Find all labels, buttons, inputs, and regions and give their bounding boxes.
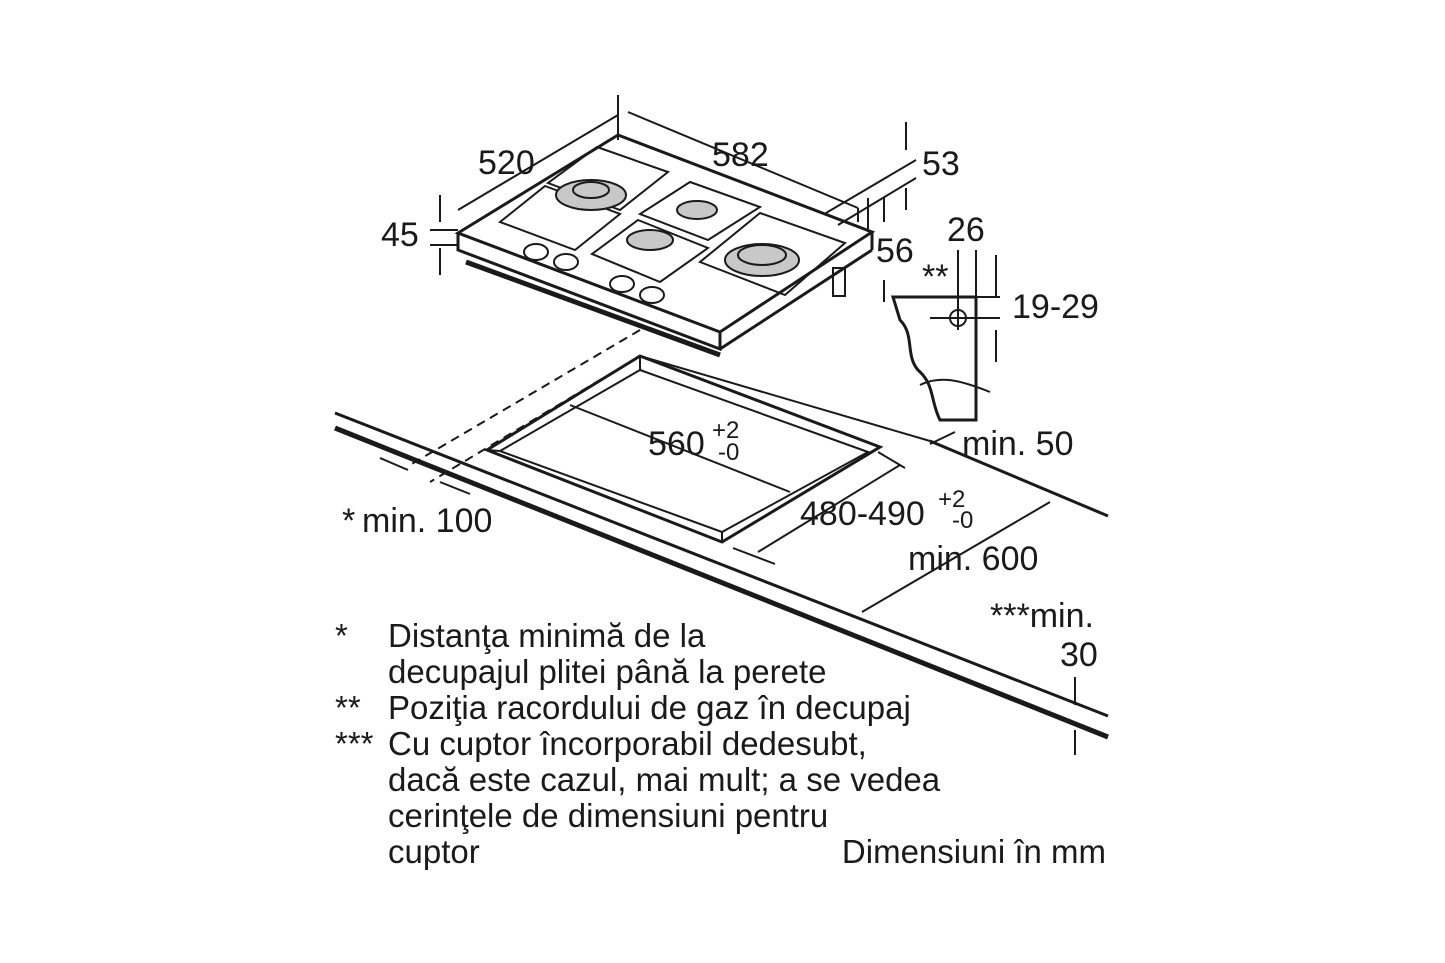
dim-560-tol-plus: +2 <box>712 417 739 444</box>
note-1-line-1: Distanţa minimă de la <box>388 617 706 654</box>
burner-small-back <box>676 200 718 220</box>
dim-582: 582 <box>712 136 769 174</box>
dim-53: 53 <box>922 145 960 183</box>
units-note: Dimensiuni în mm <box>842 833 1106 870</box>
note-2-marker: ** <box>335 689 361 726</box>
dim-26: 26 <box>947 211 985 249</box>
dim-520: 520 <box>478 144 535 182</box>
dim-560: 560 <box>648 425 705 463</box>
note-3-line-4: cuptor <box>388 833 480 870</box>
dim-56: 56 <box>876 232 914 270</box>
dim-480-490-tol-minus: -0 <box>952 507 973 534</box>
knob-1 <box>523 243 549 261</box>
dim-front-star: * <box>342 502 355 540</box>
note-2-line-1: Poziţia racordului de gaz în decupaj <box>388 689 911 726</box>
dim-min-50: min. 50 <box>962 425 1074 463</box>
worktop <box>334 355 1109 740</box>
dim-below-30: 30 <box>1060 636 1098 674</box>
gas-connector <box>832 267 846 297</box>
dim-45: 45 <box>381 216 419 254</box>
worktop-dimension-lines <box>379 404 1076 755</box>
note-3-line-1: Cu cuptor încorporabil dedesubt, <box>388 725 867 762</box>
hob <box>454 133 876 358</box>
dim-480-490-tol-plus: +2 <box>938 486 965 513</box>
note-3-marker: *** <box>335 725 374 762</box>
note-3-line-3: cerinţele de dimensiuni pentru <box>388 797 828 834</box>
dim-below-min: ***min. <box>990 597 1094 635</box>
burner-medium-front <box>626 229 674 251</box>
dim-min-600: min. 600 <box>908 540 1038 578</box>
note-1-line-2: decupajul plitei până la perete <box>388 653 827 690</box>
dim-pipe-star: ** <box>922 258 948 296</box>
knob-2 <box>553 253 579 271</box>
cutout <box>409 329 884 544</box>
note-1-marker: * <box>335 617 348 654</box>
note-3-line-2: dacă este cazul, mai mult; a se vedea <box>388 761 941 798</box>
knob-3 <box>609 275 635 293</box>
dim-560-tol-minus: -0 <box>718 439 739 466</box>
knob-4 <box>639 286 665 304</box>
dim-480-490: 480-490 <box>800 495 925 533</box>
footnotes: * Distanţa minimă de la decupajul plitei… <box>335 617 1106 870</box>
dim-min-100: min. 100 <box>362 502 492 540</box>
hob-dimension-lines <box>430 95 917 302</box>
dim-19-29: 19-29 <box>1012 288 1099 326</box>
worktop-section <box>890 250 1000 445</box>
